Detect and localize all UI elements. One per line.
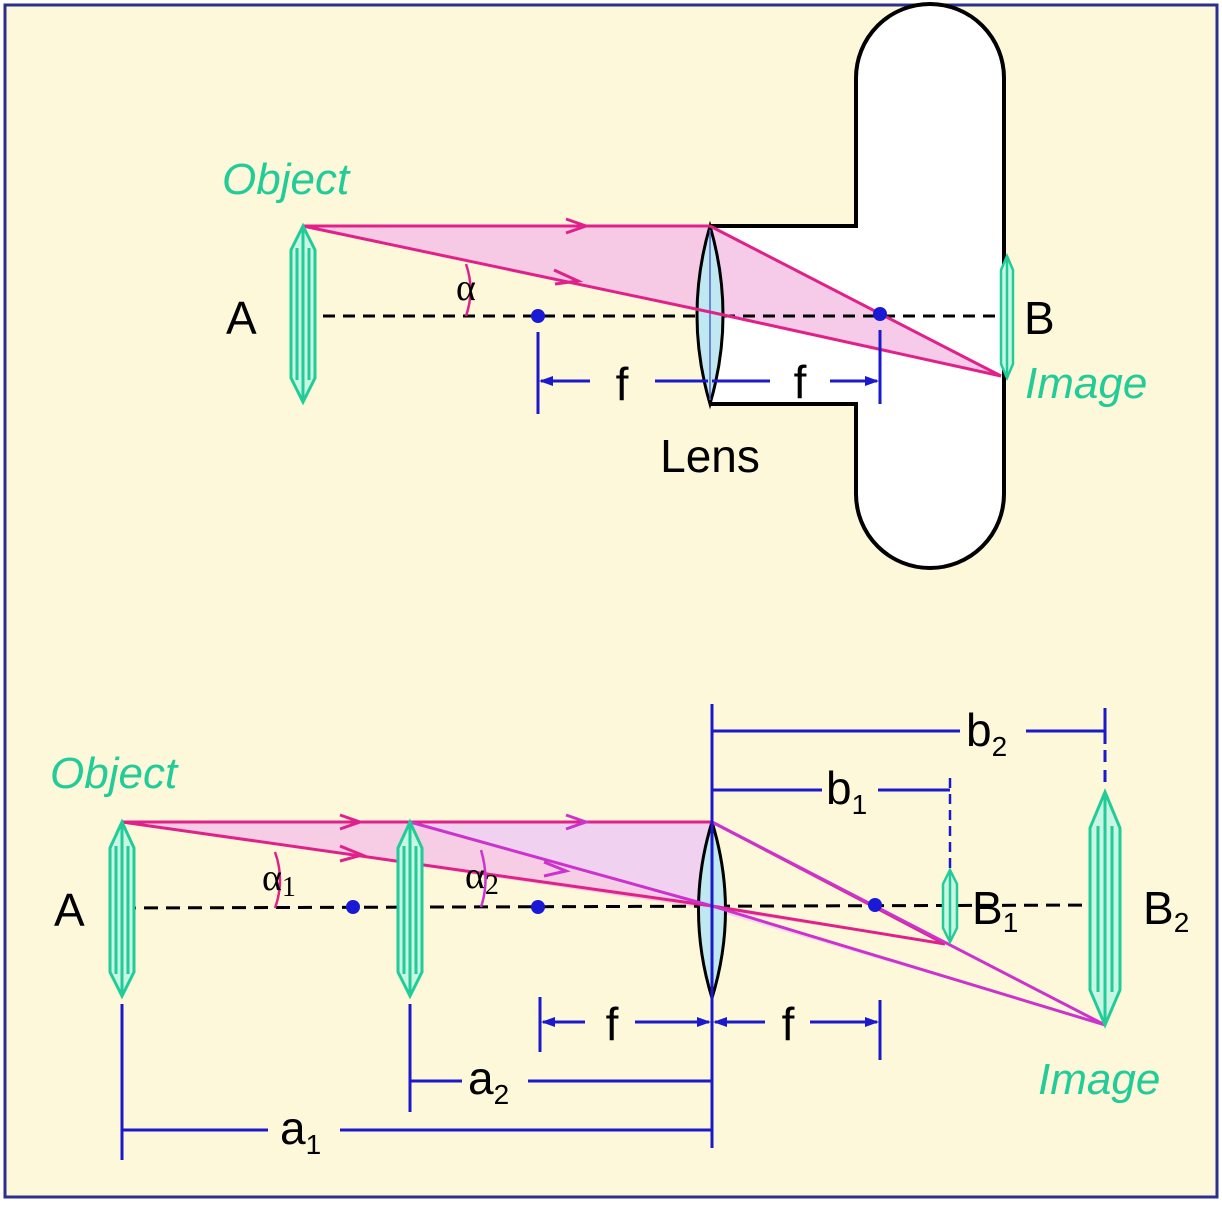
angle-2-arc: [479, 849, 487, 908]
object-crystal: [289, 222, 317, 406]
image-crystal-1: [941, 867, 959, 945]
angle-arc: [464, 263, 472, 317]
ray-arrow-4: [543, 860, 571, 878]
focal-point-back: [873, 307, 887, 321]
focal-point-front: [531, 309, 545, 323]
object-label: Object: [50, 749, 179, 798]
ray-fill-2: [410, 822, 1105, 1025]
ray-arrow-2: [553, 268, 584, 286]
point-B1-label: B1: [972, 882, 1018, 938]
ray-2-central: [409, 820, 713, 908]
lens-label: Lens: [660, 430, 760, 482]
angle-alpha-label: α: [456, 267, 476, 309]
ray-arrow-2: [339, 844, 367, 863]
ray-central: [302, 224, 711, 314]
point-B2-label: B2: [1143, 882, 1189, 938]
image-label: Image: [1038, 1055, 1160, 1104]
ray-arrow-1: [565, 217, 591, 235]
focal-length-label-right: f: [794, 356, 807, 408]
angle-alpha2-label: α2: [465, 855, 499, 901]
ray-central-cont: [709, 310, 1002, 378]
focal-point-1: [346, 900, 360, 914]
angle-alpha1-label: α1: [262, 857, 296, 903]
bottom-diagram: α1 α2: [50, 704, 1189, 1160]
image-crystal-2: [1088, 788, 1122, 1029]
ray-1-central-cont: [711, 904, 946, 946]
angle-1-arc: [273, 851, 282, 909]
top-diagram: α f f Object Image A B Lens: [222, 2, 1147, 570]
focal-length-label-right: f: [782, 998, 795, 1050]
point-A-label: A: [54, 884, 85, 936]
dim-a1-label: a1: [280, 1102, 321, 1160]
ray-arrow-1: [339, 813, 365, 831]
focal-point-front: [531, 900, 545, 914]
dim-b1-label: b1: [826, 762, 867, 820]
ray-arrow-3: [565, 813, 591, 831]
focal-point-back: [868, 898, 882, 912]
object-crystal-1: [108, 818, 136, 1000]
image-label: Image: [1025, 359, 1147, 408]
image-crystal: [999, 252, 1015, 382]
ray-2-refracted: [711, 820, 1106, 1027]
optical-axis: [121, 903, 1106, 910]
ray-refracted: [709, 224, 1002, 378]
dim-a2-label: a2: [468, 1052, 509, 1110]
object-label: Object: [222, 155, 351, 204]
focal-length-label-left: f: [606, 998, 619, 1050]
point-A-label: A: [226, 292, 257, 344]
ray-2-central-cont: [711, 904, 1106, 1027]
object-crystal-2: [396, 818, 424, 1000]
point-B-label: B: [1024, 292, 1055, 344]
dim-b2-label: b2: [966, 704, 1007, 762]
focal-length-label-left: f: [616, 358, 629, 410]
